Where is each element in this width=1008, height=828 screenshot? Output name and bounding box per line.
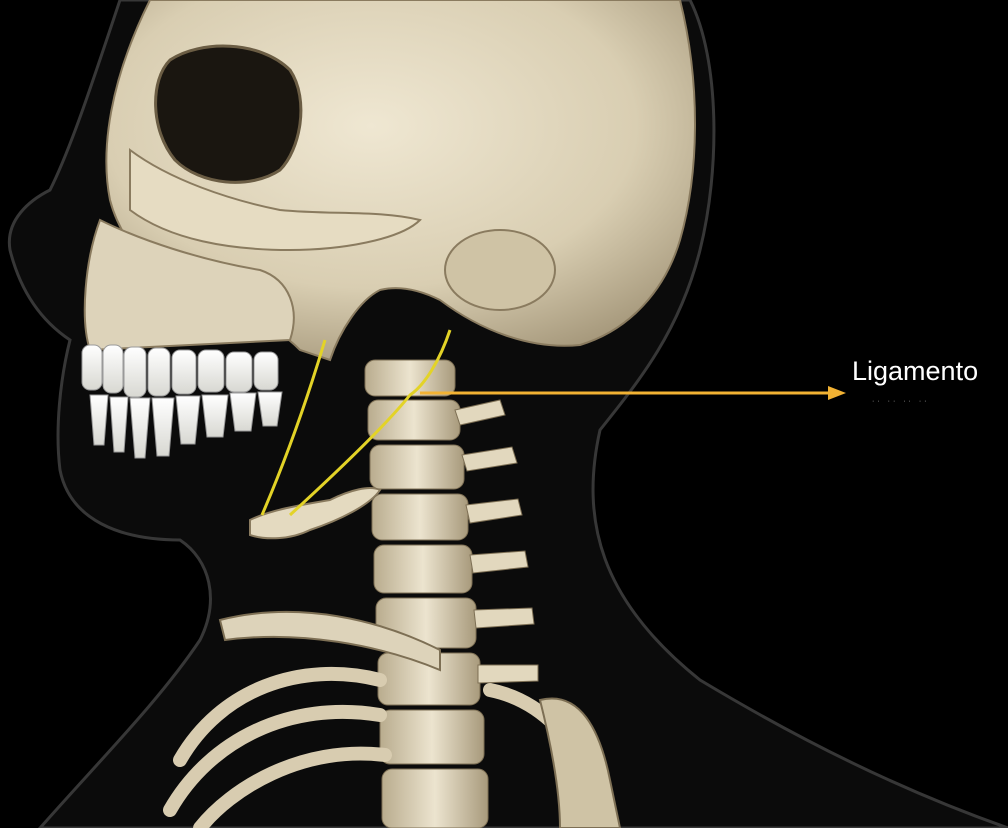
annotation-label: Ligamento <box>852 358 978 385</box>
annotation-sublabel: ·· ·· ·· ·· <box>872 398 929 405</box>
mastoid-process <box>445 230 555 310</box>
orbit <box>156 46 301 182</box>
